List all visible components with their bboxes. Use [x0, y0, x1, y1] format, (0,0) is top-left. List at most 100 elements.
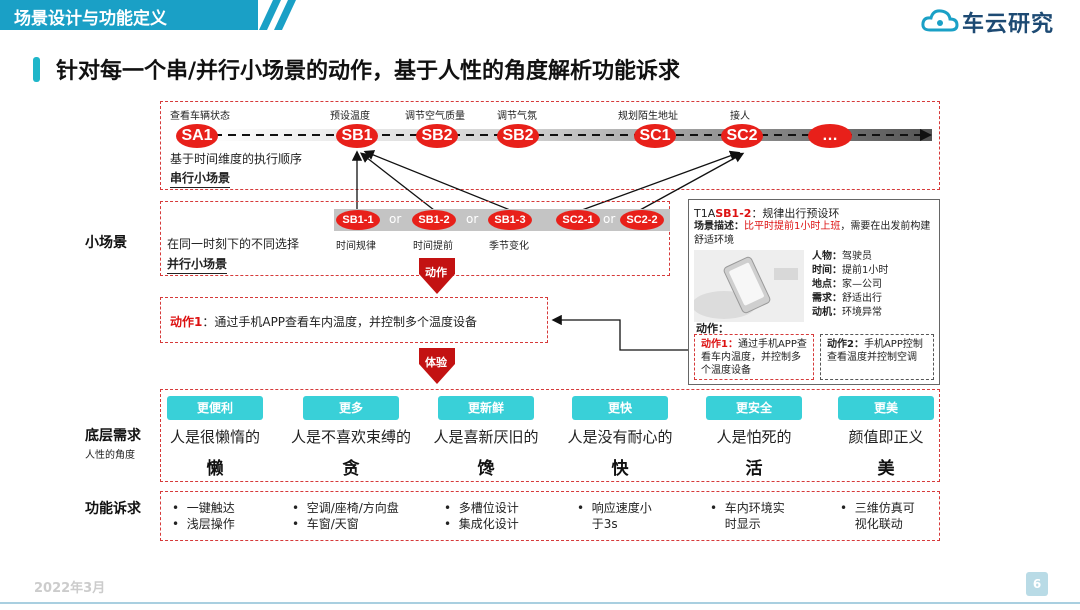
- panel-fact-key: 时间：: [812, 265, 842, 276]
- need-char: 活: [745, 459, 763, 479]
- function-item-text: 车窗/天窗: [306, 517, 359, 531]
- function-item: • 三维仿真可视化联动: [840, 500, 924, 532]
- panel-title: T1ASB1-2：规律出行预设环: [694, 205, 839, 221]
- panel-fact: 地点：家—公司: [812, 278, 888, 292]
- need-pill: 更安全: [706, 396, 802, 420]
- need-pill: 更快: [572, 396, 668, 420]
- or-text: or: [466, 212, 479, 226]
- panel-action2-box: 动作2：手机APP控制查看温度并控制空调: [820, 334, 934, 380]
- needs-box: [160, 389, 940, 482]
- serial-node: SB1: [336, 124, 378, 148]
- function-item: • 空调/座椅/方向盘: [292, 501, 399, 515]
- parallel-caption: 季节变化: [489, 241, 529, 252]
- parallel-name: 并行小场景: [167, 255, 228, 274]
- serial-node: SB2: [497, 124, 539, 148]
- parallel-scene-box: [160, 201, 670, 276]
- panel-fact-value: 提前1小时: [842, 265, 889, 276]
- section-tag-text: 场景设计与功能定义: [14, 9, 167, 29]
- parallel-node: SB1-1: [336, 210, 380, 230]
- function-item-text: 车内环境实时显示: [724, 501, 785, 531]
- function-item-text: 响应速度小于3s: [591, 501, 652, 531]
- side-label-needs: 底层需求: [85, 428, 141, 444]
- serial-step-label: 规划陌生地址: [618, 111, 678, 122]
- panel-action2-text: 手机APP控制查看温度并控制空调: [827, 339, 923, 363]
- panel-fact-value: 家—公司: [842, 279, 882, 290]
- need-char: 贪: [342, 459, 360, 479]
- need-pill: 更美: [838, 396, 934, 420]
- function-item-text: 多槽位设计: [458, 501, 519, 515]
- panel-facts: 人物：驾驶员 时间：提前1小时 地点：家—公司 需求：舒适出行 动机：环境异常: [812, 250, 888, 320]
- panel-action2-label: 动作2：: [827, 339, 864, 350]
- parallel-node: SC2-1: [556, 210, 600, 230]
- serial-scene-box: [160, 101, 940, 190]
- panel-action1-text: 通过手机APP查看车内温度，并控制多个温度设备: [701, 339, 807, 376]
- panel-fact-key: 人物：: [812, 251, 842, 262]
- side-label-scene: 小场景: [85, 235, 127, 251]
- function-item-text: 三维仿真可视化联动: [854, 501, 915, 531]
- or-text: or: [389, 212, 402, 226]
- section-tag: [0, 0, 258, 30]
- function-list: • 空调/座椅/方向盘 • 车窗/天窗: [292, 500, 432, 532]
- title-bar: [33, 57, 40, 82]
- panel-fact: 需求：舒适出行: [812, 292, 888, 306]
- panel-title-prefix: T1A: [694, 207, 716, 220]
- serial-step-label: 调节空气质量: [405, 111, 465, 122]
- parallel-node: SB1-2: [412, 210, 456, 230]
- parallel-node: SC2-2: [620, 210, 664, 230]
- serial-node-more: …: [808, 124, 852, 148]
- panel-action-label: 动作：: [696, 322, 729, 335]
- page-number: 6: [1026, 572, 1048, 596]
- function-list: • 多槽位设计 • 集成化设计: [444, 500, 564, 532]
- function-item-text: 空调/座椅/方向盘: [306, 501, 399, 515]
- function-item-text: 浅层操作: [186, 517, 235, 531]
- function-list: • 车内环境实时显示: [710, 500, 794, 532]
- panel-fact: 人物：驾驶员: [812, 250, 888, 264]
- need-pill: 更便利: [167, 396, 263, 420]
- logo-text: 车云研究: [962, 12, 1055, 37]
- need-char: 快: [611, 459, 629, 479]
- function-list: • 响应速度小于3s: [577, 500, 661, 532]
- serial-step-label: 调节气氛: [497, 111, 537, 122]
- function-item: • 车窗/天窗: [292, 517, 359, 531]
- side-label-needs-sub: 人性的角度: [85, 450, 135, 461]
- function-item: • 集成化设计: [444, 517, 519, 531]
- serial-step-label: 查看车辆状态: [170, 111, 230, 122]
- experience-arrow-icon: [419, 348, 455, 384]
- function-item: • 车内环境实时显示: [710, 500, 794, 532]
- panel-action1-box: 动作1：通过手机APP查看车内温度，并控制多个温度设备: [694, 334, 814, 380]
- function-item: • 一键触达: [172, 501, 235, 515]
- action-box-label: 动作1: [170, 315, 203, 329]
- serial-desc: 基于时间维度的执行顺序: [170, 152, 303, 166]
- panel-fact-key: 地点：: [812, 279, 842, 290]
- footer-date: 2022年3月: [34, 581, 106, 596]
- serial-node: SA1: [176, 124, 218, 148]
- panel-fact: 动机：环境异常: [812, 306, 888, 320]
- need-text: 人是喜新厌旧的: [433, 428, 539, 446]
- phone-hand-illustration: [694, 250, 804, 322]
- need-char: 馋: [477, 459, 495, 479]
- action-box-text: 动作1：通过手机APP查看车内温度，并控制多个温度设备: [170, 313, 477, 330]
- action-arrow-label: 动作: [425, 266, 447, 279]
- need-char: 美: [877, 459, 895, 479]
- function-list: • 一键触达 • 浅层操作: [172, 500, 292, 532]
- function-item-text: 集成化设计: [458, 517, 519, 531]
- panel-fact-key: 动机：: [812, 307, 842, 318]
- panel-fact-value: 驾驶员: [842, 251, 872, 262]
- need-pill: 更多: [303, 396, 399, 420]
- cloud-logo-icon: [921, 9, 959, 32]
- need-pill: 更新鲜: [438, 396, 534, 420]
- need-text: 人是很懒惰的: [169, 428, 260, 446]
- bottom-rule: [0, 602, 1080, 604]
- action-box-desc: ：通过手机APP查看车内温度，并控制多个温度设备: [202, 315, 478, 329]
- parallel-node: SB1-3: [488, 210, 532, 230]
- panel-desc-label: 场景描述：: [694, 221, 744, 232]
- page-title: 针对每一个串/并行小场景的动作，基于人性的角度解析功能诉求: [56, 59, 681, 84]
- parallel-caption: 时间提前: [413, 241, 453, 252]
- panel-fact-value: 舒适出行: [842, 293, 882, 304]
- function-item: • 多槽位设计: [444, 501, 519, 515]
- panel-desc-red: 比平时提前1小时上班: [744, 221, 841, 232]
- serial-node: SB2: [416, 124, 458, 148]
- serial-node: SC2: [721, 124, 763, 148]
- panel-title-suffix: ：规律出行预设环: [751, 207, 840, 220]
